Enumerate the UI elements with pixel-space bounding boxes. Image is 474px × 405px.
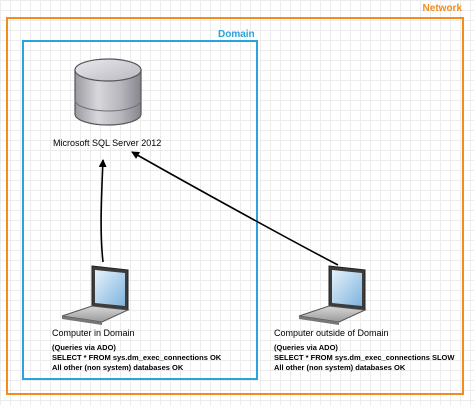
note-line: All other (non system) databases OK [274, 363, 406, 372]
note-line: SELECT * FROM sys.dm_exec_connections SL… [274, 353, 455, 362]
network-boundary [6, 17, 464, 395]
notes-in-domain: (Queries via ADO) SELECT * FROM sys.dm_e… [52, 343, 221, 373]
database-icon [74, 58, 142, 126]
network-title: Network [422, 3, 462, 14]
notes-outside-domain: (Queries via ADO) SELECT * FROM sys.dm_e… [274, 343, 454, 373]
note-line: All other (non system) databases OK [52, 363, 184, 372]
computer-in-domain-label: Computer in Domain [52, 328, 135, 338]
note-line: (Queries via ADO) [52, 343, 116, 352]
domain-boundary [22, 40, 258, 380]
note-line: SELECT * FROM sys.dm_exec_connections OK [52, 353, 222, 362]
server-label: Microsoft SQL Server 2012 [53, 138, 162, 148]
connection-arrow-in-domain [98, 159, 107, 263]
laptop-icon [61, 265, 130, 325]
connection-arrow-outside-domain [131, 151, 339, 266]
laptop-icon [298, 265, 367, 325]
domain-title: Domain [218, 29, 255, 40]
computer-outside-label: Computer outside of Domain [274, 328, 389, 338]
note-line: (Queries via ADO) [274, 343, 338, 352]
